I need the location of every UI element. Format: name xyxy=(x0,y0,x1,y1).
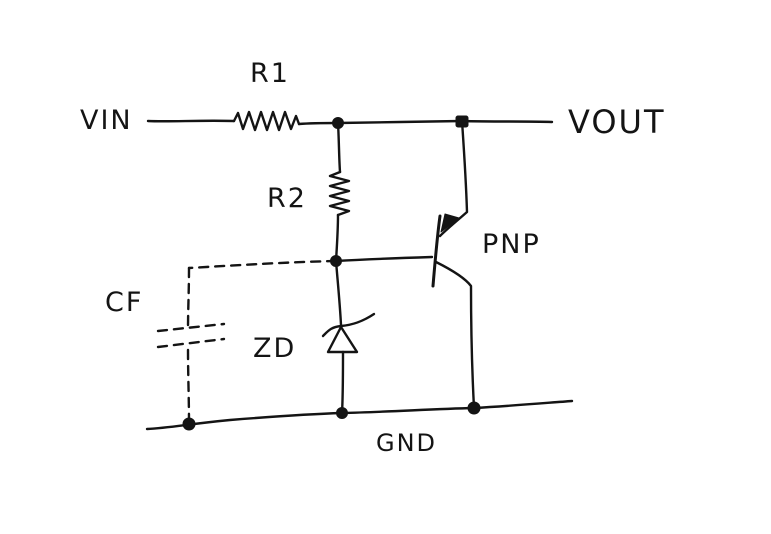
wire-node-c-to-zener xyxy=(334,259,343,327)
junction-gnd-cf xyxy=(182,417,196,431)
label-r2: R2 xyxy=(267,183,307,214)
cf-plate-bottom-dashed xyxy=(156,337,226,349)
label-r1: R1 xyxy=(250,58,290,89)
wire-node-a-to-node-b xyxy=(336,119,464,125)
junction-gnd-collector xyxy=(467,401,481,415)
label-gnd: GND xyxy=(376,429,437,457)
ground-rail xyxy=(145,399,574,431)
r2-resistor-zigzag xyxy=(328,170,351,217)
junction-node-a xyxy=(332,117,344,129)
junction-gnd-zener xyxy=(336,407,348,419)
label-zd: ZD xyxy=(253,333,296,364)
wire-cf-top-dashed xyxy=(187,259,338,270)
wire-cf-to-ground-dashed xyxy=(186,348,191,426)
cf-plate-top-dashed xyxy=(156,322,226,333)
wire-r2-to-node-c xyxy=(334,213,340,263)
wire-node-a-to-r2 xyxy=(336,121,342,174)
label-vin: VIN xyxy=(80,105,133,136)
junction-node-b xyxy=(455,115,469,128)
zener-diode-bar xyxy=(321,312,376,338)
pnp-emitter-arrow xyxy=(440,213,460,233)
r1-resistor-zigzag xyxy=(232,110,301,132)
zener-diode-triangle xyxy=(326,325,359,354)
label-vout: VOUT xyxy=(568,103,665,141)
junction-node-c xyxy=(330,255,342,267)
label-pnp: PNP xyxy=(482,229,541,260)
pnp-emitter-lead xyxy=(438,119,469,238)
wire-vout xyxy=(460,119,554,124)
wire-zener-to-ground xyxy=(340,350,345,415)
pnp-base-bar xyxy=(431,214,442,288)
wire-cf-left-dashed xyxy=(186,266,191,331)
label-cf: CF xyxy=(105,287,143,318)
pnp-collector-lead xyxy=(434,260,476,410)
wire-base xyxy=(334,255,434,263)
wire-vin xyxy=(146,119,236,123)
